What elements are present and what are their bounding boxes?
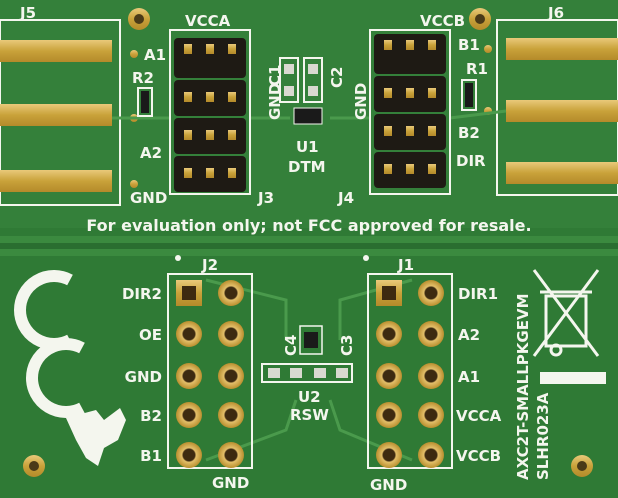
label-a1-bottom: A1 [458,368,480,386]
label-dir: DIR [456,152,486,170]
traces-top [112,109,507,120]
label-vcca: VCCA [185,12,231,30]
label-gnd-j3: GND [266,83,284,120]
label-b1: B1 [458,36,480,54]
label-dtm: DTM [288,158,326,176]
label-vccb-bottom: VCCB [456,447,501,465]
resistor-r1 [461,79,477,111]
label-gnd-j2-side: GND [125,368,162,386]
resistor-r2 [137,87,153,117]
header-j1 [367,273,453,469]
label-gnd-j2: GND [212,474,249,492]
label-j3: J3 [257,189,274,207]
label-j6: J6 [547,4,564,22]
label-gnd-j4: GND [352,83,370,120]
weee-bar [540,372,606,384]
capacitors-c1-c2 [279,57,323,103]
label-oe: OE [139,326,162,344]
label-a1: A1 [144,46,166,64]
header-j3 [169,29,251,195]
label-j1: J1 [397,256,414,274]
label-b2: B2 [458,124,480,142]
disclaimer-text: For evaluation only; not FCC approved fo… [86,216,531,235]
label-j2: J2 [201,256,218,274]
label-j5: J5 [19,4,36,22]
label-r1: R1 [466,60,488,78]
part-number: AXC2T-SMALLPKGEVM [514,293,532,480]
ce-mark-icon [14,270,85,418]
label-a2-bottom: A2 [458,326,480,344]
label-vcca-bottom: VCCA [456,407,502,425]
label-a2: A2 [140,144,162,162]
label-r2: R2 [132,69,154,87]
label-gnd-left: GND [130,189,167,207]
label-c2: C2 [328,67,346,88]
label-j4: J4 [337,189,354,207]
label-b1-bottom: B1 [140,447,162,465]
label-vccb: VCCB [420,12,465,30]
label-gnd-j1: GND [370,476,407,494]
ic-u2 [261,325,353,383]
doc-number: SLHR023A [534,392,552,480]
j6-connector [484,19,618,196]
label-dir2: DIR2 [122,285,162,303]
label-dir1: DIR1 [458,285,498,303]
header-j2 [167,273,253,469]
label-c4: C4 [282,335,300,356]
label-u2: U2 [298,388,321,406]
header-j4 [369,29,451,195]
mounting-hole-top [23,8,593,477]
label-b2-bottom: B2 [140,407,162,425]
ic-u1 [293,107,323,125]
weee-bin-icon [532,269,600,357]
label-u1: U1 [296,138,319,156]
j5-connector [0,19,138,206]
label-rsw: RSW [290,406,329,424]
ti-logo-icon [66,408,126,466]
label-c3: C3 [338,335,356,356]
